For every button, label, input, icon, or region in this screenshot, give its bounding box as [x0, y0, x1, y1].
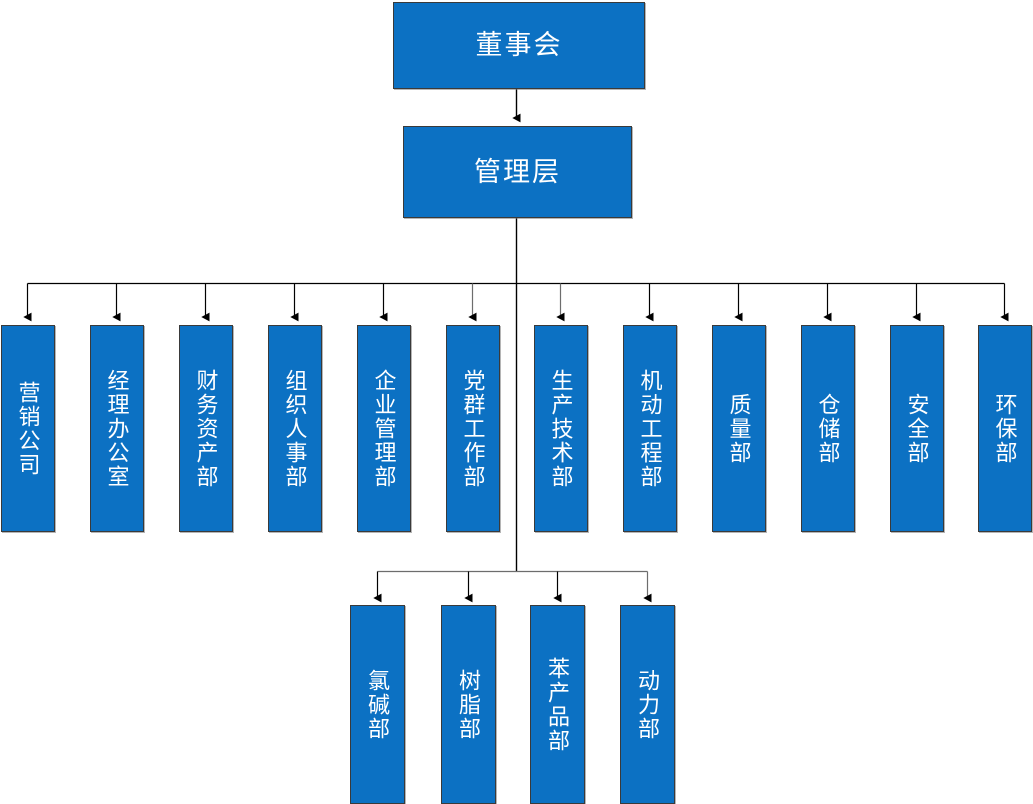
node-label-unit-1: 树脂部: [456, 668, 482, 741]
node-label-department-11: 环保部: [992, 392, 1018, 465]
node-unit-resin[interactable]: 树脂部: [441, 605, 496, 804]
node-unit-power[interactable]: 动力部: [620, 605, 675, 804]
node-department-production-technology[interactable]: 生产技术部: [534, 325, 588, 532]
node-label-department-1: 经理办公室: [104, 368, 130, 489]
node-label-department-10: 安全部: [904, 392, 930, 465]
node-management[interactable]: 管理层: [403, 126, 632, 218]
node-department-environmental-protection[interactable]: 环保部: [978, 325, 1032, 532]
node-department-marketing-company[interactable]: 营销公司: [1, 325, 55, 532]
node-department-party-mass-work[interactable]: 党群工作部: [446, 325, 500, 532]
node-label-unit-3: 动力部: [635, 668, 661, 741]
node-label-department-4: 企业管理部: [371, 368, 397, 489]
node-board-of-directors[interactable]: 董事会: [393, 2, 645, 89]
node-label-department-0: 营销公司: [15, 380, 41, 477]
node-label-management: 管理层: [474, 156, 561, 187]
node-department-enterprise-management[interactable]: 企业管理部: [357, 325, 411, 532]
node-label-department-5: 党群工作部: [460, 368, 486, 489]
node-label-unit-2: 苯产品部: [545, 656, 571, 753]
node-label-department-9: 仓储部: [815, 392, 841, 465]
node-label-board: 董事会: [475, 30, 563, 61]
node-label-department-6: 生产技术部: [548, 368, 574, 489]
node-department-manager-office[interactable]: 经理办公室: [90, 325, 144, 532]
node-department-mechanical-engineering[interactable]: 机动工程部: [623, 325, 677, 532]
node-department-finance-assets[interactable]: 财务资产部: [179, 325, 233, 532]
node-label-department-2: 财务资产部: [193, 368, 219, 489]
node-department-quality[interactable]: 质量部: [712, 325, 766, 532]
node-unit-benzene-products[interactable]: 苯产品部: [530, 605, 585, 804]
node-label-department-3: 组织人事部: [282, 368, 308, 489]
node-label-department-8: 质量部: [726, 392, 752, 465]
node-department-organization-hr[interactable]: 组织人事部: [268, 325, 322, 532]
node-label-unit-0: 氯碱部: [365, 668, 391, 741]
node-label-department-7: 机动工程部: [637, 368, 663, 489]
node-department-safety[interactable]: 安全部: [890, 325, 944, 532]
node-department-warehousing[interactable]: 仓储部: [801, 325, 855, 532]
node-unit-chlor-alkali[interactable]: 氯碱部: [350, 605, 405, 804]
